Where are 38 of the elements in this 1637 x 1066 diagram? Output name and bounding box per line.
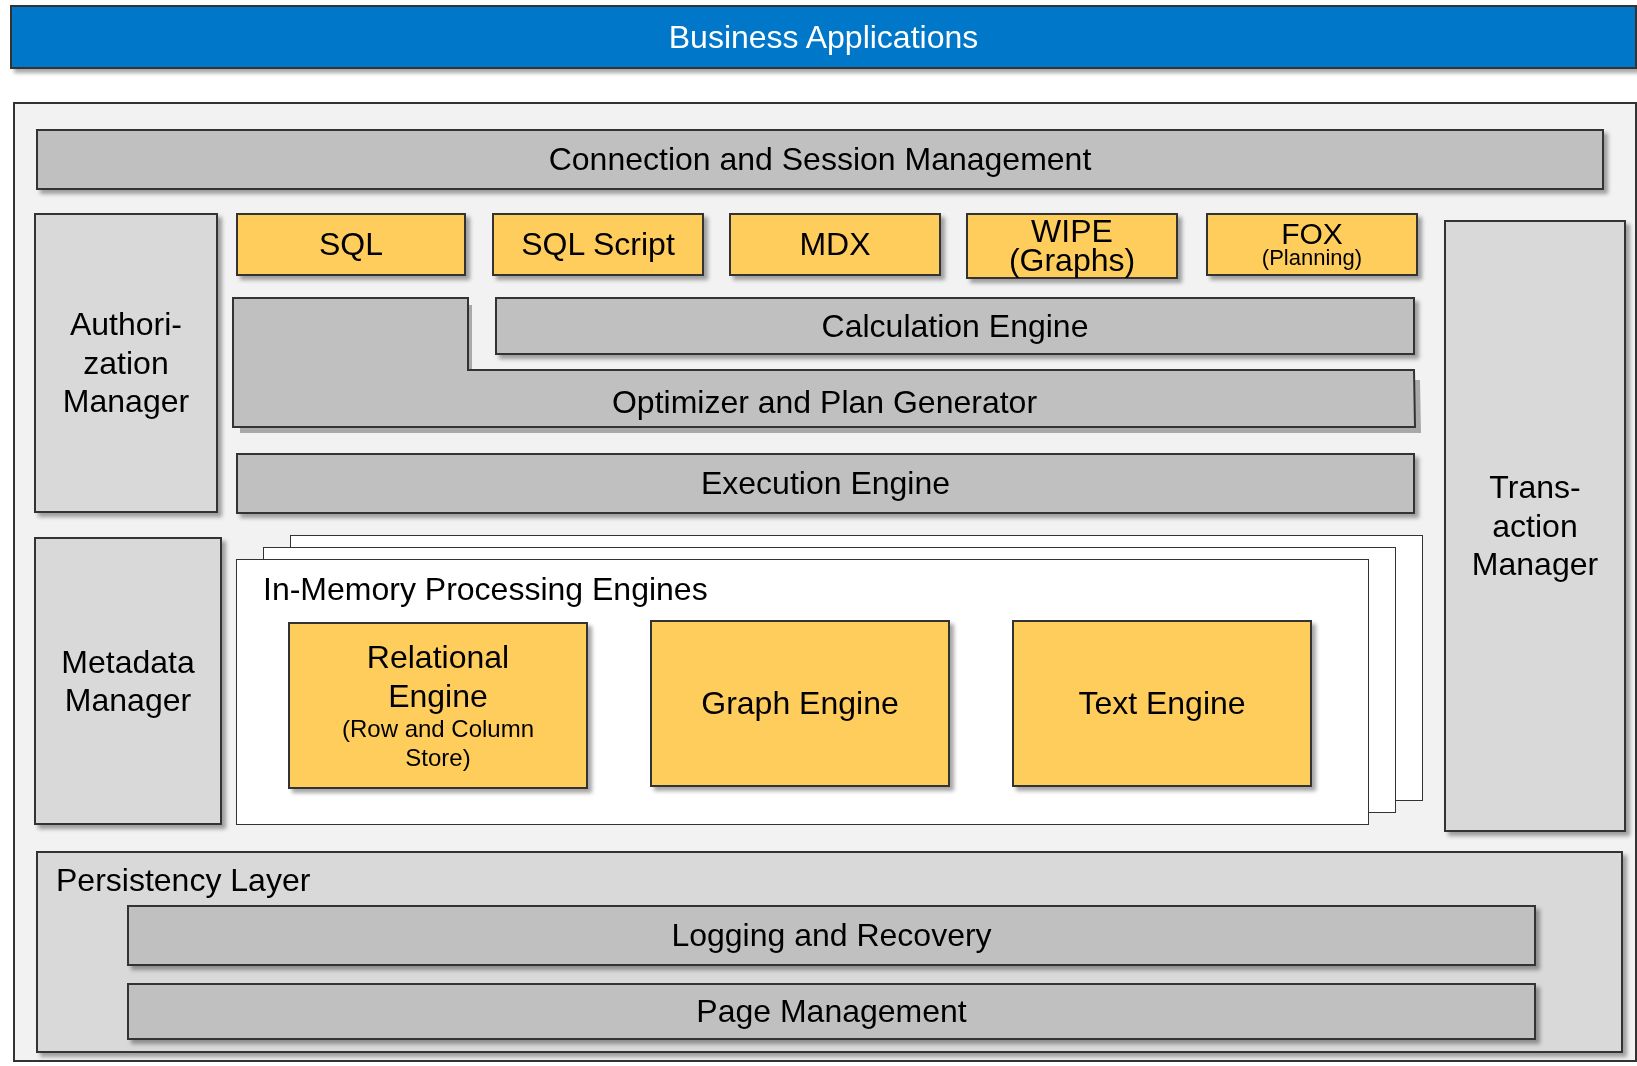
side-panel (34, 213, 218, 513)
component-box (729, 213, 941, 276)
component-box (492, 213, 704, 276)
component-box (236, 213, 466, 276)
component-note: (Planning) (1261, 248, 1363, 270)
layer-bar (127, 905, 1536, 966)
system-frame (13, 102, 1637, 1062)
component-label: Metadata Manager (60, 642, 196, 720)
side-panel (1444, 220, 1626, 832)
component-box (288, 622, 588, 789)
component-label: Execution Engine (700, 464, 951, 503)
component-box (1012, 620, 1312, 787)
layer-bar (127, 983, 1536, 1040)
component-label: Page Management (696, 992, 967, 1031)
component-label: MDX (799, 225, 871, 264)
component-label: SQL Script (521, 225, 675, 264)
layer-bar (36, 129, 1604, 190)
side-panel (34, 537, 222, 825)
layer-bar (236, 453, 1415, 514)
engine-panel (236, 559, 1369, 825)
component-box (966, 213, 1178, 279)
component-label: Business Applications (668, 17, 979, 57)
component-label: Text Engine (1078, 684, 1246, 723)
component-label: In-Memory Processing Engines (263, 570, 708, 609)
banner-bar (10, 5, 1637, 69)
component-box (1206, 213, 1418, 276)
component-label: Relational Engine (365, 638, 511, 716)
component-label: Authori- zation Manager (61, 305, 191, 421)
component-note: (Row and Column Store) (340, 715, 536, 773)
component-label: Graph Engine (701, 684, 899, 723)
layer-panel (36, 851, 1623, 1053)
component-label: Persistency Layer (56, 861, 311, 900)
component-label: FOX (1281, 219, 1343, 249)
component-label: SQL (319, 225, 383, 264)
component-label: Trans- action Manager (1470, 468, 1600, 584)
component-label: Logging and Recovery (671, 916, 992, 955)
component-box (650, 620, 950, 787)
component-label: Connection and Session Management (548, 140, 1092, 179)
